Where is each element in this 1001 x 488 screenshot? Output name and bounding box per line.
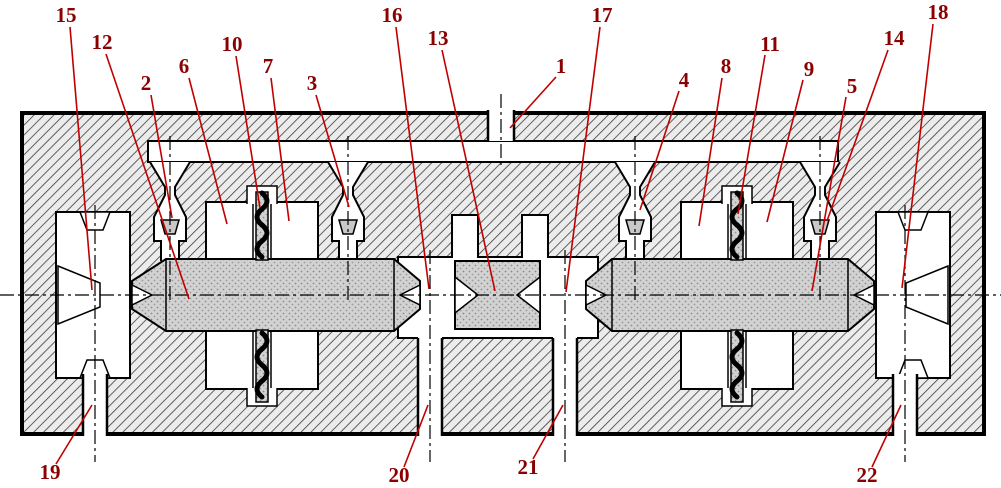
leader-20 <box>403 404 429 468</box>
label-16: 16 <box>382 3 403 27</box>
leader-15 <box>69 26 93 291</box>
bottom-port-20-walls <box>416 338 444 436</box>
center-slot-left-outline <box>451 214 479 258</box>
leader-4 <box>639 90 680 211</box>
center-slot-right-outline <box>521 214 549 258</box>
bottom-port-22-walls <box>891 374 919 436</box>
leader-19 <box>55 404 93 465</box>
center-slot-right <box>522 215 548 259</box>
label-21: 21 <box>518 455 539 479</box>
leader-8 <box>698 77 723 227</box>
leader-10 <box>235 55 261 209</box>
leader-6 <box>188 77 228 225</box>
bottom-port-19-walls <box>81 374 109 436</box>
leader-14 <box>826 49 889 222</box>
leader-9 <box>766 79 804 223</box>
leader-17 <box>565 26 601 293</box>
left-seat-top <box>78 211 112 231</box>
leader-5 <box>811 96 847 292</box>
label-7: 7 <box>263 54 274 78</box>
leader-13 <box>441 49 496 292</box>
label-9: 9 <box>804 57 815 81</box>
leader-18 <box>901 23 934 289</box>
label-6: 6 <box>179 54 190 78</box>
center-slot-left <box>452 215 478 259</box>
leader-7 <box>270 77 290 222</box>
leader-12 <box>105 53 190 300</box>
label-4: 4 <box>679 68 690 92</box>
label-15: 15 <box>56 3 77 27</box>
bottom-port-21-walls <box>551 338 579 436</box>
label-8: 8 <box>721 54 732 78</box>
leader-3 <box>315 94 350 208</box>
label-20: 20 <box>389 463 410 487</box>
label-1: 1 <box>556 54 567 78</box>
leader-11 <box>737 54 766 215</box>
leader-2 <box>150 94 173 219</box>
label-5: 5 <box>847 74 858 98</box>
leader-1 <box>509 76 557 129</box>
label-2: 2 <box>141 71 152 95</box>
label-14: 14 <box>884 26 906 50</box>
label-22: 22 <box>857 463 878 487</box>
label-18: 18 <box>928 0 949 24</box>
label-10: 10 <box>222 32 243 56</box>
label-3: 3 <box>307 71 318 95</box>
label-12: 12 <box>92 30 113 54</box>
label-13: 13 <box>428 26 449 50</box>
label-11: 11 <box>760 32 780 56</box>
top-port-walls <box>486 110 516 141</box>
leader-22 <box>871 404 902 468</box>
label-17: 17 <box>592 3 613 27</box>
leader-16 <box>395 26 430 290</box>
leader-21 <box>532 404 564 460</box>
label-19: 19 <box>40 460 61 484</box>
